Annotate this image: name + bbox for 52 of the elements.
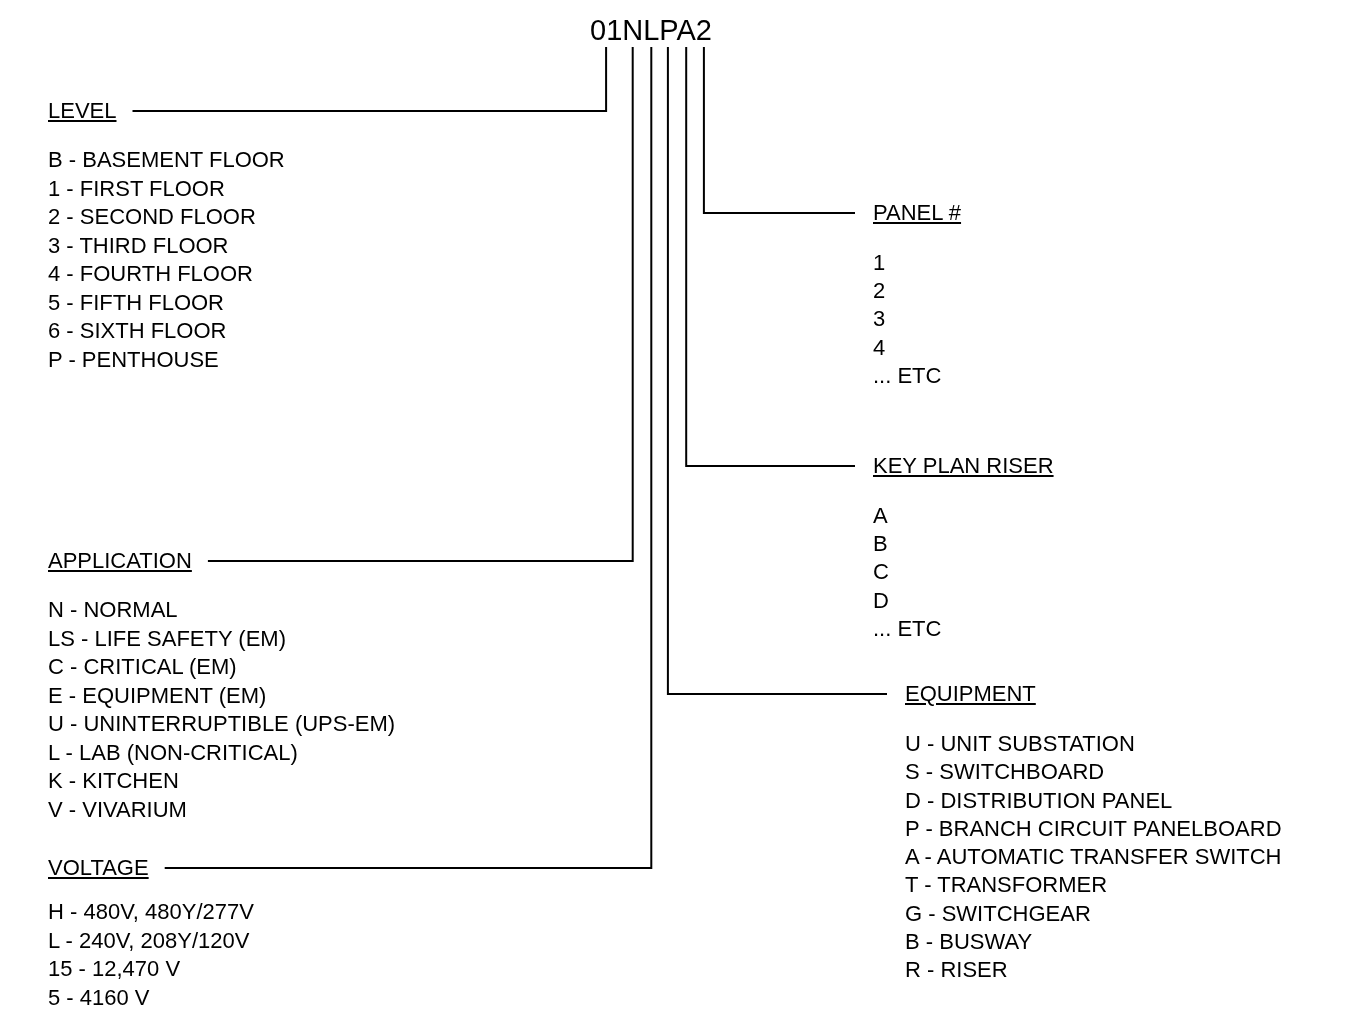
list-item: ... ETC [873, 363, 942, 388]
list-item: L - LAB (NON-CRITICAL) [48, 740, 298, 765]
list-item: 2 - SECOND FLOOR [48, 205, 256, 229]
list-item: V - VIVARIUM [48, 797, 187, 822]
leader-line [702, 46, 856, 214]
leader-line [685, 46, 856, 467]
list-item: R - RISER [905, 958, 1008, 982]
list-item: C [873, 560, 889, 585]
list-item: D [873, 588, 889, 613]
leader-line [666, 46, 888, 695]
section-heading: PANEL # [855, 201, 962, 225]
list-item: P - BRANCH CIRCUIT PANELBOARD [905, 816, 1282, 841]
list-item: 1 - FIRST FLOOR [48, 176, 225, 201]
list-item: L - 240V, 208Y/120V [48, 928, 250, 953]
list-item: B - BASEMENT FLOOR [48, 148, 285, 172]
leader-line [163, 46, 653, 869]
list-item: 1 [873, 251, 886, 275]
list-item: A [873, 504, 888, 528]
list-item: U - UNINTERRUPTIBLE (UPS-EM) [48, 712, 396, 736]
list-item: B [873, 532, 888, 557]
list-item: P - PENTHOUSE [48, 347, 219, 372]
list-item: E - EQUIPMENT (EM) [48, 683, 267, 708]
list-item: N - NORMAL [48, 598, 178, 622]
section-heading: EQUIPMENT [887, 682, 1036, 706]
list-item: S - SWITCHBOARD [905, 760, 1105, 785]
list-item: K - KITCHEN [48, 769, 179, 793]
section-heading: VOLTAGE [48, 856, 165, 880]
list-item: 4 - FOURTH FLOOR [48, 262, 253, 286]
naming-code: 01NLPA2 [590, 13, 712, 47]
list-item: B - BUSWAY [905, 929, 1033, 954]
list-item: 3 [873, 307, 886, 332]
list-item: 5 - FIFTH FLOOR [48, 290, 224, 315]
list-item: D - DISTRIBUTION PANEL [905, 788, 1173, 813]
leader-line [131, 46, 608, 112]
list-item: 3 - THIRD FLOOR [48, 233, 229, 258]
list-item: C - CRITICAL (EM) [48, 655, 237, 679]
list-item: LS - LIFE SAFETY (EM) [48, 626, 286, 651]
list-item: U - UNIT SUBSTATION [905, 732, 1135, 756]
section-heading: KEY PLAN RISER [855, 454, 1054, 478]
leader-line [206, 46, 634, 562]
section-heading: LEVEL [48, 99, 133, 123]
list-item: 15 - 12,470 V [48, 957, 181, 981]
section-heading: APPLICATION [48, 549, 208, 573]
list-item: ... ETC [873, 616, 942, 641]
list-item: 4 [873, 335, 886, 360]
list-item: 2 [873, 279, 886, 304]
list-item: A - AUTOMATIC TRANSFER SWITCH [905, 845, 1282, 869]
list-item: 5 - 4160 V [48, 985, 150, 1010]
list-item: T - TRANSFORMER [905, 873, 1108, 898]
list-item: 6 - SIXTH FLOOR [48, 319, 227, 343]
list-item: G - SWITCHGEAR [905, 901, 1091, 926]
list-item: H - 480V, 480Y/277V [48, 900, 254, 924]
